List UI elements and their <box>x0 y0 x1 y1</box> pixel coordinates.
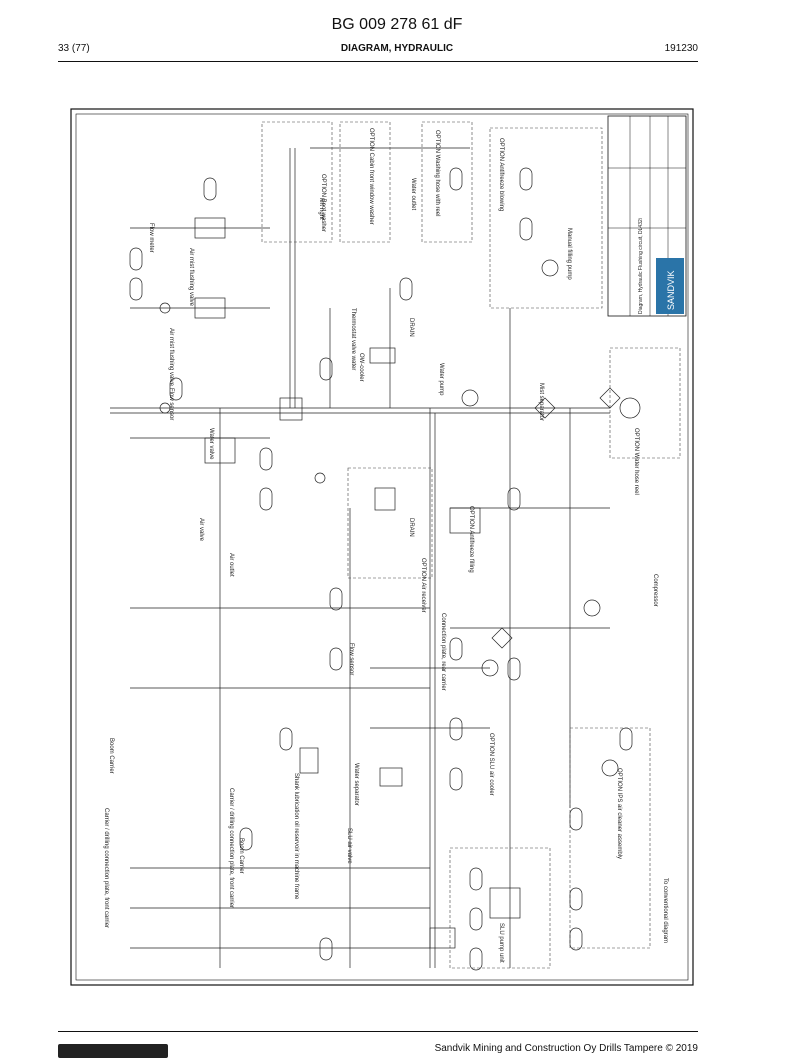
label-left: left <box>318 198 324 206</box>
label-air-mist-1: Air mist flushing valve <box>188 248 194 307</box>
label-ips-air-cleaner: OPTION IPS air cleaner assembly <box>616 768 622 859</box>
label-ow-cooler: OW-cooler <box>358 353 364 382</box>
label-slu-air-valve: SLU air valve <box>346 828 352 864</box>
label-water-separator: Water separator <box>353 763 359 806</box>
page-number: 33 (77) <box>58 43 90 54</box>
label-washing-hose: OPTION Washing hose with reel <box>434 130 440 216</box>
section-title: DIAGRAM, HYDRAULIC <box>340 43 454 54</box>
label-slu-air-cooler: OPTION SLU air cooler <box>488 733 494 796</box>
label-air-outlet: Air outlet <box>228 553 234 577</box>
diagram-labels: OPTION Boot washer left right OPTION Cab… <box>103 128 668 963</box>
label-compressor: Compressor <box>652 574 658 607</box>
hydraulic-diagram: SANDVIK Diagram, Hydraulic Flushing circ… <box>70 108 694 986</box>
title-block-company: SANDVIK <box>666 270 676 310</box>
piping <box>110 147 610 968</box>
label-connection-plate-front-1: Carrier / drilling connection plate, fro… <box>103 808 109 928</box>
label-water-valve: Water valve <box>208 428 214 460</box>
label-cabin-washer: OPTION Cabin front window washer <box>368 128 374 225</box>
label-right: right <box>318 208 324 220</box>
label-flow-sensor-2: Flow sensor <box>348 643 354 675</box>
diagram-frame <box>70 108 694 986</box>
label-boom-carrier-2: Boom Carrier <box>238 838 244 874</box>
label-flow-sensor-1: Flow sensor <box>168 388 174 420</box>
label-drain-2: DRAIN <box>408 518 414 537</box>
footer-copyright: Sandvik Mining and Construction Oy Drill… <box>434 1043 698 1054</box>
diagram-inner-frame <box>75 113 689 981</box>
label-antifreeze-filling: OPTION Antifreeze filling <box>468 506 474 573</box>
label-flow-meter: Flow meter <box>148 223 154 253</box>
port-ovals <box>129 167 633 971</box>
label-thermostat: Thermostat valve water <box>350 308 356 370</box>
label-to-conventional-diagram: To conventional diagram <box>662 878 668 943</box>
label-water-outlet: Water outlet <box>410 178 416 210</box>
document-date: 191230 <box>664 43 698 54</box>
label-water-pump: Water pump <box>438 363 444 396</box>
label-air-mist-2: Air mist flushing valve <box>168 328 174 387</box>
label-manual-filling-pump: Manual filling pump <box>566 228 572 280</box>
label-air-valve: Air valve <box>198 518 204 542</box>
label-shank-lubrication: Shank lubrication oil reservoir in machi… <box>293 773 299 900</box>
option-boxes <box>261 121 681 969</box>
sandvik-logo <box>58 1044 168 1058</box>
components <box>159 217 641 949</box>
label-mist-separator: Mist separator <box>538 383 544 421</box>
label-connection-plate-front-2: Carrier / drilling connection plate, fro… <box>228 788 234 908</box>
title-block-title: Diagram, Hydraulic Flushing circuit, DL4… <box>638 218 644 314</box>
label-option-boot-washer: OPTION Boot washer <box>320 174 326 232</box>
label-drain-1: DRAIN <box>408 318 414 337</box>
label-antifreeze-blowing: OPTION Antifreeze blowing <box>498 138 504 211</box>
label-boom-carrier-1: Boom Carrier <box>108 738 114 774</box>
title-block: SANDVIK Diagram, Hydraulic Flushing circ… <box>607 115 687 317</box>
document-number: BG 009 278 61 dF <box>331 16 463 33</box>
label-water-hose-reel: OPTION Water hose reel <box>633 428 639 495</box>
header-rule <box>58 61 698 62</box>
label-air-receiver: OPTION Air receiver <box>420 558 426 613</box>
label-connection-plate-rear: Connection plate, rear carrier <box>440 613 446 691</box>
footer-rule <box>58 1031 698 1032</box>
label-slu-pump-unit: SLU pump unit <box>498 923 504 963</box>
